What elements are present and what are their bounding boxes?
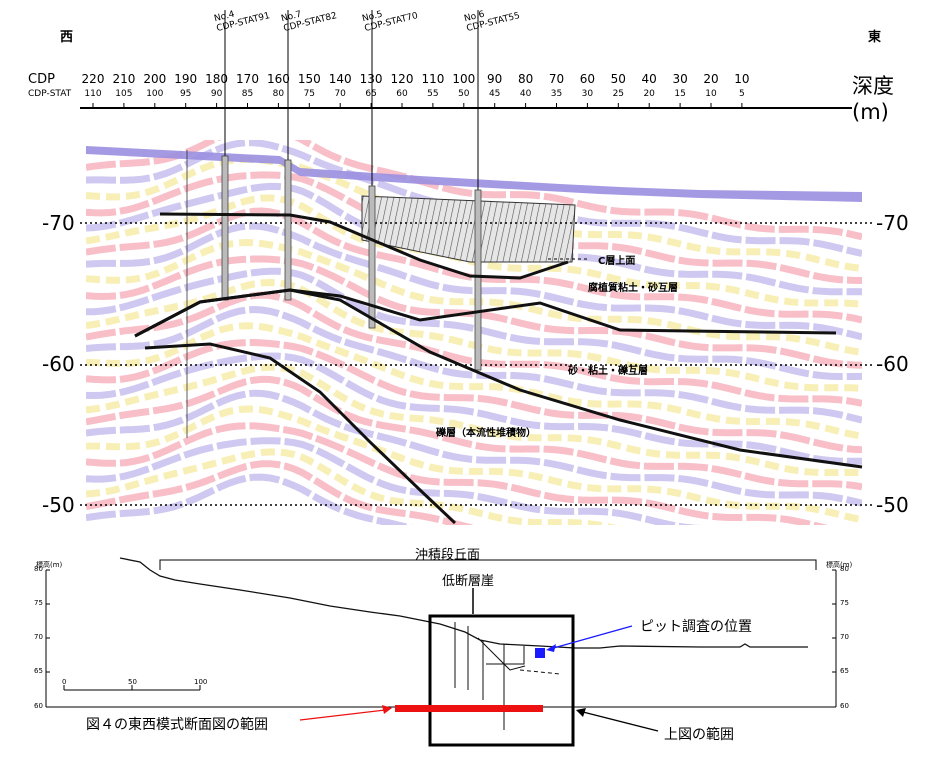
cdp-tick-80: 80 xyxy=(517,72,534,86)
fig4-range-label: 図４の東西模式断面図の範囲 xyxy=(86,717,268,733)
stat-tick-10: 10 xyxy=(705,89,717,99)
cdp-tick-180: 180 xyxy=(205,72,229,86)
terrace-label: 沖積段丘面 xyxy=(415,548,481,563)
cdp-tick-50: 50 xyxy=(610,72,626,86)
elev-left-tick: 70 xyxy=(34,633,43,641)
stat-tick-50: 50 xyxy=(458,89,470,99)
depth-tick-right-70: -70 xyxy=(876,211,909,235)
cdp-tick-100: 100 xyxy=(452,72,476,86)
cdp-tick-160: 160 xyxy=(266,72,290,86)
stat-tick-35: 35 xyxy=(550,89,563,99)
depth-tick-right-60: -60 xyxy=(876,352,909,376)
elev-left-tick: 65 xyxy=(34,667,43,675)
depth-tick-left-60: -60 xyxy=(42,352,75,376)
stat-tick-25: 25 xyxy=(612,89,625,99)
stat-tick-85: 85 xyxy=(241,89,254,99)
cdp-tick-40: 40 xyxy=(641,72,657,86)
layer-label-c-top: C層上面 xyxy=(598,256,636,267)
cdp-tick-130: 130 xyxy=(359,72,383,86)
depth-tick-left-70: -70 xyxy=(42,211,75,235)
scarp-label: 低断層崖 xyxy=(442,574,495,589)
horizon-gravel-top xyxy=(144,342,457,525)
scale-50: 50 xyxy=(128,678,137,686)
depth-tick-left-50: -50 xyxy=(42,493,75,517)
stat-tick-80: 80 xyxy=(272,89,285,99)
horizon-c-top xyxy=(159,212,569,280)
stat-tick-45: 45 xyxy=(488,89,501,99)
stat-tick-40: 40 xyxy=(519,89,532,99)
cdp-tick-170: 170 xyxy=(236,72,259,86)
stat-tick-100: 100 xyxy=(146,89,164,99)
layer-label-sand: 砂・粘土・礫互層 xyxy=(568,366,648,377)
surface-band xyxy=(86,146,862,202)
elev-left-tick: 80 xyxy=(34,565,43,573)
scale-100: 100 xyxy=(194,678,208,686)
stat-tick-15: 15 xyxy=(674,89,686,99)
terrace-bracket xyxy=(159,559,817,570)
cdp-tick-220: 220 xyxy=(81,72,105,86)
east-label: 東 xyxy=(868,30,882,45)
elev-left-tick: 75 xyxy=(34,599,43,607)
elev-right-tick: 75 xyxy=(840,599,849,607)
elev-unit-right: 標高(m) xyxy=(826,561,853,569)
stat-tick-65: 65 xyxy=(365,89,377,99)
elev-unit-left: 標高(m) xyxy=(36,561,63,569)
horizon-sand-base xyxy=(134,288,863,469)
layer-label-gravel: 礫層（本流性堆積物） xyxy=(436,428,536,439)
stat-tick-55: 55 xyxy=(427,89,439,99)
scale-0: 0 xyxy=(62,678,67,686)
cdp-tick-140: 140 xyxy=(328,72,352,86)
cdp-axis-label: CDP xyxy=(28,72,55,87)
stat-tick-70: 70 xyxy=(334,89,346,99)
cdp-tick-10: 10 xyxy=(734,72,750,86)
stat-tick-60: 60 xyxy=(396,89,408,99)
layer-label-humic: 腐植質粘土・砂互層 xyxy=(588,283,678,294)
pit-marker xyxy=(535,648,545,658)
cdp-stat-axis-label: CDP-STAT xyxy=(28,89,72,99)
stat-tick-30: 30 xyxy=(581,89,594,99)
elev-right-tick: 70 xyxy=(840,633,849,641)
elev-left-tick: 60 xyxy=(34,702,43,710)
scale-bar xyxy=(63,685,201,691)
cdp-tick-70: 70 xyxy=(548,72,565,86)
west-label: 西 xyxy=(60,30,74,45)
fig4-range-bar xyxy=(395,705,543,712)
stat-tick-110: 110 xyxy=(84,89,102,99)
elev-right-tick: 60 xyxy=(840,702,849,710)
cdp-tick-190: 190 xyxy=(174,72,198,86)
cdp-tick-20: 20 xyxy=(703,72,719,86)
depth-unit-label: 深度(m) xyxy=(852,74,894,124)
cdp-tick-120: 120 xyxy=(390,72,414,86)
elevation-profile-graphic xyxy=(45,557,837,747)
elev-right-tick: 65 xyxy=(840,667,849,675)
seismic-section-graphic xyxy=(80,10,872,525)
cdp-tick-60: 60 xyxy=(579,72,596,86)
stat-tick-95: 95 xyxy=(179,89,192,99)
cdp-tick-110: 110 xyxy=(421,72,445,86)
elev-right-tick: 80 xyxy=(840,565,849,573)
cdp-tick-200: 200 xyxy=(143,72,167,86)
cdp-tick-90: 90 xyxy=(487,72,503,86)
cdp-tick-150: 150 xyxy=(297,72,321,86)
upper-range-label: 上図の範囲 xyxy=(664,727,734,743)
ground-profile xyxy=(119,557,808,649)
elevation-profile: 標高(m) 標高(m) 80 75 70 65 60 80 75 70 65 60 0 50 1… xyxy=(0,540,928,763)
stat-tick-90: 90 xyxy=(210,89,223,99)
stat-tick-105: 105 xyxy=(115,89,133,99)
shallow-hatched-block xyxy=(361,195,576,263)
stat-tick-75: 75 xyxy=(303,89,316,99)
upper-range-box xyxy=(428,614,575,747)
cdp-tick-210: 210 xyxy=(112,72,136,86)
stat-tick-20: 20 xyxy=(643,89,655,99)
depth-tick-right-50: -50 xyxy=(876,493,909,517)
stat-tick-5: 5 xyxy=(739,89,745,99)
cdp-tick-30: 30 xyxy=(672,72,688,86)
pit-location-label: ピット調査の位置 xyxy=(640,619,752,635)
